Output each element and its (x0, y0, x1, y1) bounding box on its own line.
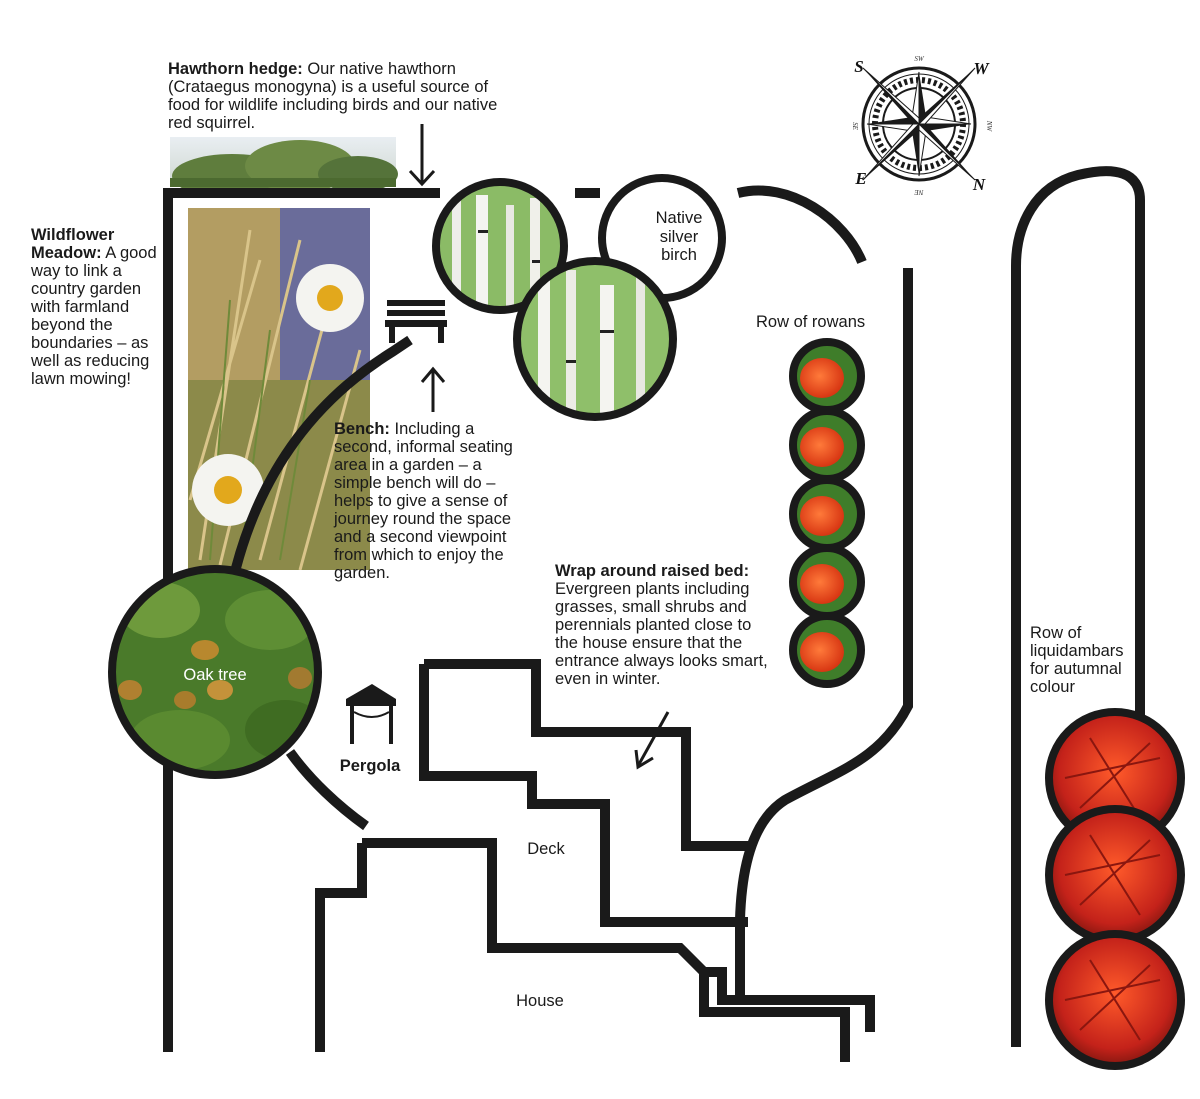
compass-rose-icon: S W N E SW NW NE SE (851, 55, 993, 196)
oak-tree-label: Oak tree (183, 666, 246, 684)
bench-arrow-icon (420, 366, 446, 412)
birch-label-line-1: Native (656, 209, 703, 227)
compass-w-label: W (973, 59, 990, 78)
daisy-bottom (192, 454, 264, 526)
raised-bed-arrow-icon (634, 711, 670, 770)
compass-ne-label: NE (914, 188, 925, 196)
hawthorn-photo (170, 137, 398, 198)
hawthorn-note: Hawthorn hedge: Our native hawthorn (Cra… (168, 60, 518, 132)
deck-outline-top (424, 659, 752, 851)
compass-n-label: N (972, 175, 986, 194)
compass-nw-label: NW (985, 120, 993, 133)
birch-label-line-2: silver (660, 228, 699, 246)
meadow-photo (188, 208, 370, 570)
bench-note-text: Including a second, informal seating are… (334, 420, 513, 582)
liquidambars-label-line-1: Row of (1030, 624, 1082, 642)
lawn-edge-right (735, 268, 913, 1005)
bench-icon (385, 300, 447, 343)
hawthorn-note-text: Our native hawthorn (Crataegus monogyna)… (168, 60, 498, 132)
daisy-top (296, 264, 364, 332)
birch-label-line-3: birch (661, 246, 697, 264)
compass-sw-label: SW (914, 55, 925, 63)
liquidambars-label-line-3: for autumnal (1030, 660, 1122, 678)
lawn-arc-lower (285, 749, 369, 831)
rowan-tree (789, 407, 865, 483)
rowan-tree (789, 338, 865, 414)
liquidambar-row (1045, 708, 1185, 1070)
house-label: House (516, 992, 564, 1010)
raised-bed-note: Wrap around raised bed: Evergreen plants… (555, 562, 777, 688)
silver-birch-group (432, 174, 726, 421)
compass-se-label: SE (851, 122, 859, 131)
rowan-row (789, 338, 865, 688)
raised-bed-note-heading: Wrap around raised bed: (555, 562, 750, 580)
liquidambar-boundary (1011, 166, 1145, 1047)
birch-photo-2 (513, 257, 677, 421)
rowan-tree (789, 476, 865, 552)
bench-note-heading: Bench: (334, 420, 390, 438)
pergola-icon (346, 684, 396, 744)
deck-label: Deck (527, 840, 565, 858)
wildflower-note-text: A good way to link a country garden with… (31, 244, 157, 388)
pergola-label: Pergola (340, 757, 401, 775)
compass-e-label: E (854, 169, 866, 188)
deck-outline-inner (419, 664, 748, 927)
house-outline-step (699, 972, 850, 1062)
house-outline-top (362, 838, 875, 1032)
top-right-arc (736, 185, 867, 265)
hawthorn-note-heading: Hawthorn hedge: (168, 60, 303, 78)
silver-birch-label: Native silver birch (656, 209, 703, 264)
liquidambar-tree (1045, 930, 1185, 1070)
hawthorn-arrow-icon (408, 124, 436, 187)
arrows (408, 124, 670, 770)
rowans-label: Row of rowans (756, 313, 865, 331)
raised-bed-note-text: Evergreen plants including grasses, smal… (555, 580, 768, 688)
liquidambars-label-line-4: colour (1030, 678, 1075, 696)
compass-s-label: S (854, 57, 863, 76)
liquidambars-label: Row of liquidambars for autumnal colour (1030, 624, 1124, 696)
rowan-tree (789, 612, 865, 688)
house-outline-left (315, 843, 367, 1052)
oak-tree-photo (108, 565, 322, 779)
wildflower-note: Wildflower Meadow: A good way to link a … (31, 226, 167, 388)
liquidambar-tree (1045, 805, 1185, 945)
wildflower-note-heading: Wildflower Meadow: (31, 226, 115, 262)
rowan-tree (789, 544, 865, 620)
liquidambars-label-line-2: liquidambars (1030, 642, 1124, 660)
bench-note: Bench: Including a second, informal seat… (334, 420, 514, 582)
lawn-arc-upper (231, 335, 413, 570)
